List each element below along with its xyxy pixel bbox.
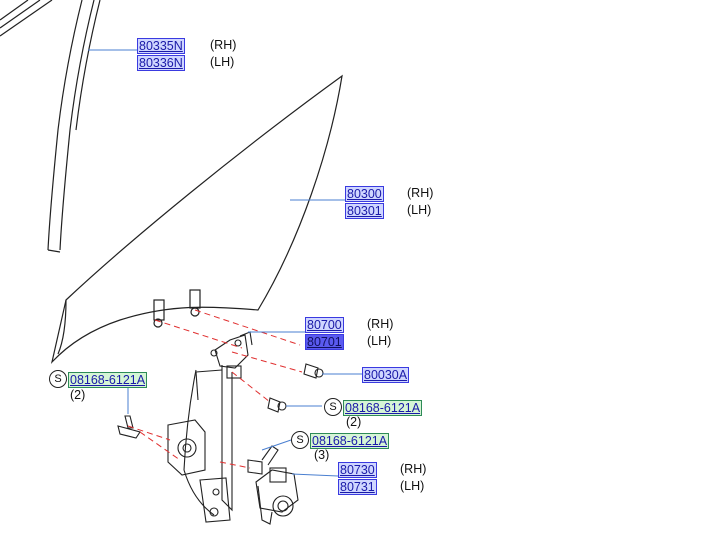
quantity-label: (2) <box>70 388 86 402</box>
side-label-lh: (LH) <box>210 55 235 69</box>
standard-part-badge: S <box>49 370 67 388</box>
standard-part-badge: S <box>324 398 342 416</box>
side-label-rh: (RH) <box>367 317 394 331</box>
bolt-part <box>303 363 324 379</box>
part-link-80301[interactable]: 80301 <box>345 203 384 219</box>
side-label-lh: (LH) <box>407 203 432 217</box>
part-link-80300[interactable]: 80300 <box>345 186 384 202</box>
side-label-lh: (LH) <box>400 479 425 493</box>
glass-run-channel <box>0 0 101 253</box>
part-link-08168-6121a[interactable]: 08168-6121A <box>68 372 148 388</box>
screws <box>117 397 287 475</box>
part-link-80701[interactable]: 80701 <box>305 334 344 350</box>
side-label-rh: (RH) <box>400 462 427 476</box>
door-glass <box>50 74 343 365</box>
quantity-label: (3) <box>314 448 330 462</box>
part-link-80731[interactable]: 80731 <box>338 479 377 495</box>
part-link-80730[interactable]: 80730 <box>338 462 377 478</box>
side-label-rh: (RH) <box>407 186 434 200</box>
part-link-08168-6121a[interactable]: 08168-6121A <box>310 433 390 449</box>
part-link-80030a[interactable]: 80030A <box>362 367 410 383</box>
window-motor <box>255 467 299 525</box>
leader-lines <box>88 49 362 477</box>
standard-part-badge: S <box>291 431 309 449</box>
quantity-label: (2) <box>346 415 362 429</box>
assembly-lines <box>127 309 303 469</box>
part-link-80700[interactable]: 80700 <box>305 317 344 333</box>
side-label-rh: (RH) <box>210 38 237 52</box>
part-link-08168-6121a[interactable]: 08168-6121A <box>343 400 423 416</box>
part-link-80336n[interactable]: 80336N <box>137 55 185 71</box>
window-regulator <box>167 331 253 523</box>
part-link-80335n[interactable]: 80335N <box>137 38 185 54</box>
side-label-lh: (LH) <box>367 334 392 348</box>
